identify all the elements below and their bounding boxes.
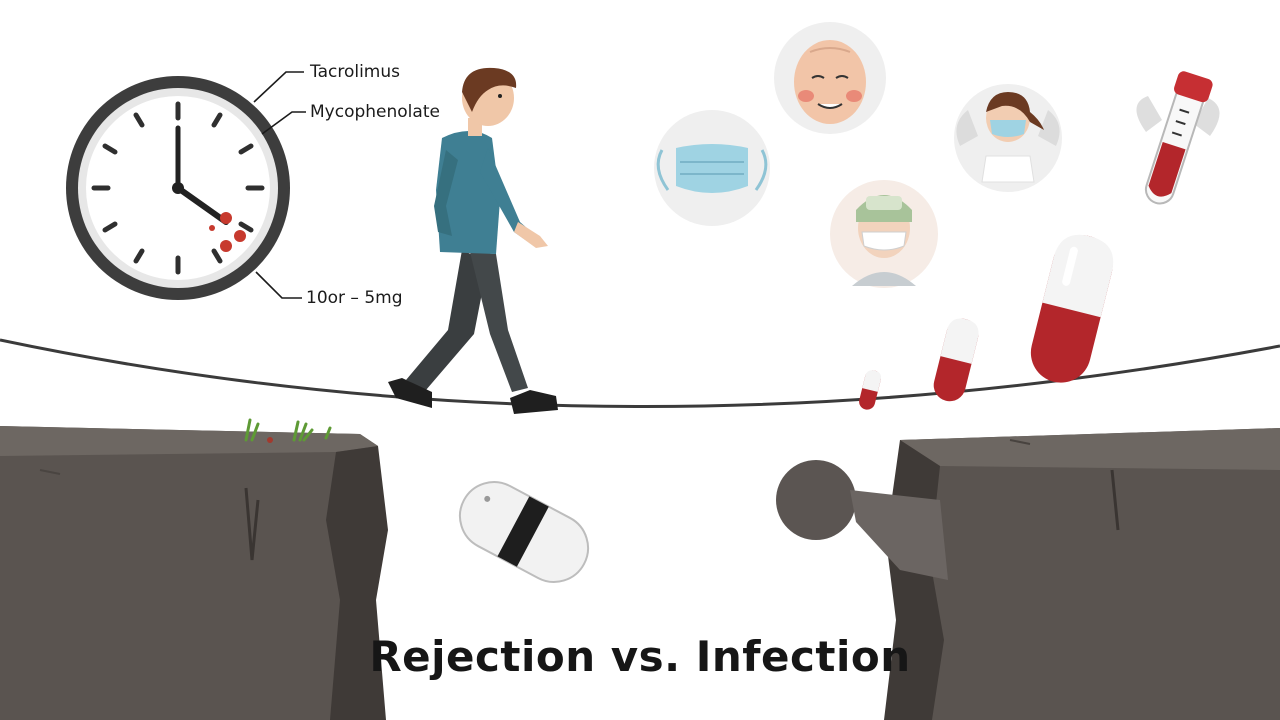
mycophenolate-leader (261, 111, 306, 135)
dose-label: 10or – 5mg (306, 288, 403, 308)
tacrolimus-label: Tacrolimus (310, 62, 400, 82)
masked-boy-icon (830, 180, 938, 288)
tightrope (0, 338, 1280, 409)
face-mask-icon (654, 110, 770, 226)
patient-face-icon (774, 22, 886, 134)
pill-capsule-icon (933, 318, 979, 402)
walking-person (388, 67, 558, 414)
mycophenolate-label: Mycophenolate (310, 102, 440, 122)
tacrolimus-leader (253, 71, 304, 103)
dose-leader (255, 271, 302, 299)
shadow-figure-icon (776, 460, 948, 580)
left-cliff (0, 418, 388, 720)
pill-capsule-icon (1030, 234, 1114, 383)
grass-icon (244, 418, 332, 443)
main-title: Rejection vs. Infection (0, 632, 1280, 681)
title-text: Rejection vs. Infection (369, 632, 911, 681)
blood-test-tube-icon (1136, 71, 1220, 205)
clock-icon (66, 76, 290, 300)
masked-child-icon (954, 84, 1062, 192)
pill-capsule-icon (859, 370, 882, 410)
falling-capsule-icon (458, 481, 590, 583)
label-leaders (253, 71, 306, 299)
